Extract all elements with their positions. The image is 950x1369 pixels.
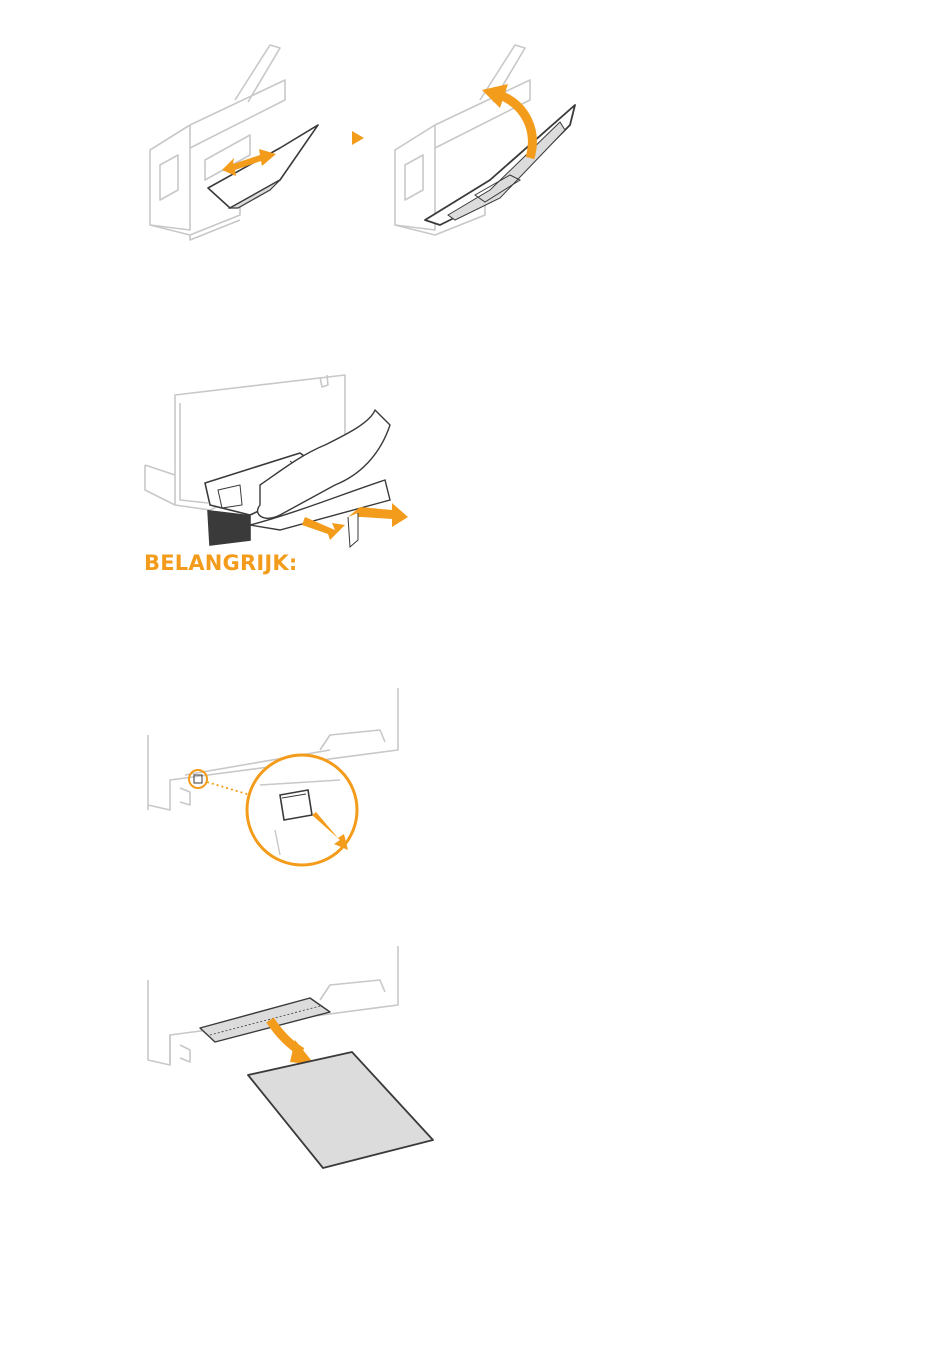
jammed-paper-illustration bbox=[130, 940, 450, 1180]
multipurpose-tray-illustration bbox=[130, 30, 590, 260]
important-heading: BELANGRIJK: bbox=[144, 551, 297, 575]
release-lever-illustration bbox=[130, 680, 420, 875]
drawer-removal-illustration bbox=[130, 365, 420, 550]
